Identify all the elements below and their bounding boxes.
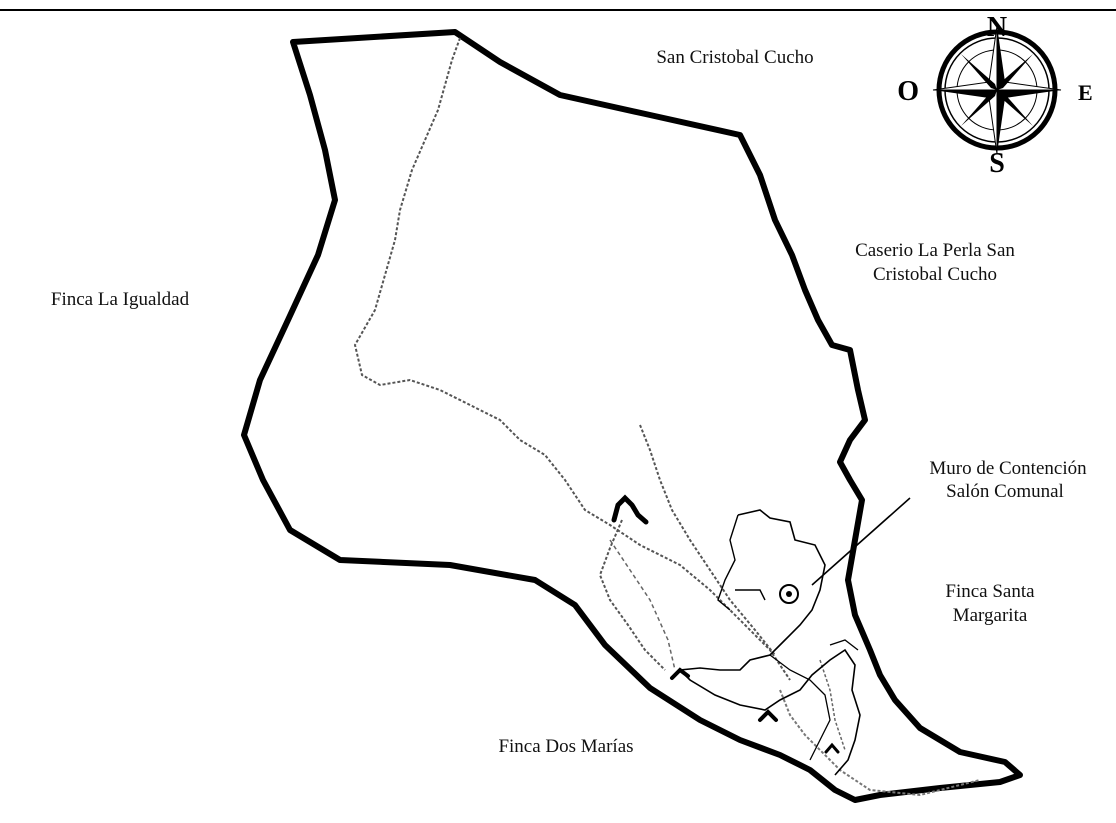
label-landmark-line2: Salón Comunal	[946, 481, 1064, 502]
label-east-neighbor-line1: Finca Santa	[945, 581, 1035, 602]
stream-line-branch-1	[639, 424, 776, 656]
landmark-leader-line	[811, 497, 911, 586]
spring-symbol-4	[824, 742, 840, 754]
label-northeast-neighbor-line1: Caserio La Perla San	[855, 240, 1015, 261]
stream-line-branch-4	[609, 539, 676, 671]
spring-symbol-3	[758, 709, 778, 722]
compass-south-label: S	[989, 148, 1005, 179]
community-area-inner-3	[769, 654, 831, 761]
label-landmark-line1: Muro de Contención	[929, 458, 1087, 479]
community-area-inner-1	[717, 514, 739, 611]
label-north-neighbor: San Cristobal Cucho	[656, 47, 813, 68]
compass-east-label: E	[1078, 80, 1093, 105]
label-south-neighbor: Finca Dos Marías	[498, 736, 633, 757]
label-northeast-neighbor-line2: Cristobal Cucho	[873, 264, 997, 285]
community-area-inner-4	[829, 639, 859, 651]
compass-west-label: O	[897, 76, 919, 107]
stream-line-branch-2	[598, 519, 666, 671]
stream-line-branch-3	[779, 689, 981, 797]
compass-rose	[932, 25, 1062, 155]
stream-line-branch-5	[819, 659, 846, 751]
community-area-inner-2	[735, 589, 766, 601]
territory-boundary	[241, 29, 1023, 803]
spring-symbol-2	[670, 667, 690, 680]
landmark-marker	[779, 584, 799, 604]
spring-symbol-1	[611, 494, 649, 525]
landmark-marker-dot	[786, 591, 792, 597]
compass-north-label: N	[987, 12, 1007, 43]
community-area-outline	[678, 509, 861, 776]
label-west-neighbor: Finca La Igualdad	[51, 289, 190, 310]
label-east-neighbor-line2: Margarita	[953, 605, 1028, 626]
